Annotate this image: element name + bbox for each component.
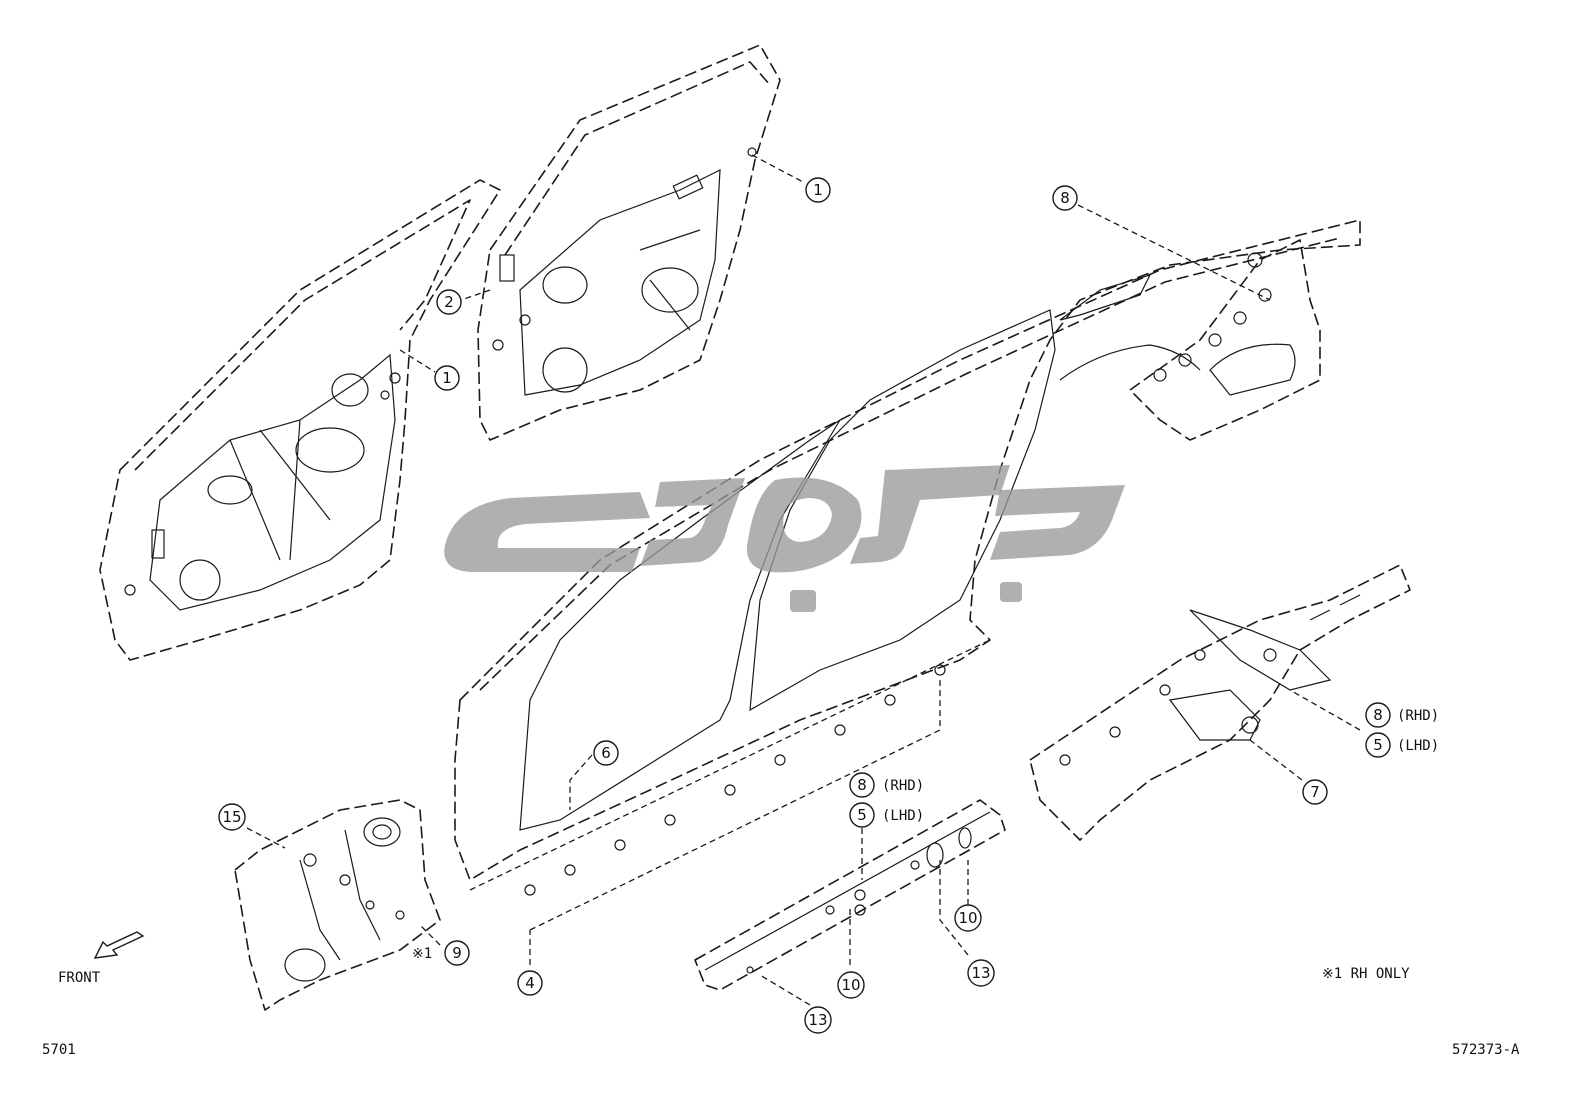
callout-7-num: 7 bbox=[1310, 783, 1320, 801]
rh-only-marker: ※1 bbox=[412, 946, 432, 962]
callout-10b-num: 10 bbox=[841, 976, 860, 994]
callout-1b: 1 bbox=[434, 365, 460, 391]
front-apron-wheelhouse bbox=[234, 799, 441, 1011]
callout-8-mid: 8 bbox=[849, 772, 875, 798]
callout-4: 4 bbox=[517, 970, 543, 996]
callout-8-mid-num: 8 bbox=[857, 776, 867, 794]
front-arrow-icon bbox=[93, 931, 145, 959]
callout-5-mid-num: 5 bbox=[857, 806, 867, 824]
callout-4-num: 4 bbox=[525, 974, 535, 992]
callout-15: 15 bbox=[218, 803, 246, 831]
callout-2-num: 2 bbox=[444, 293, 454, 311]
callout-5-right-num: 5 bbox=[1373, 736, 1383, 754]
callout-1a: 1 bbox=[805, 177, 831, 203]
diagram-code-right: 572373-A bbox=[1452, 1042, 1520, 1058]
lhd-label-right: (LHD) bbox=[1397, 738, 1439, 754]
front-door-panel bbox=[99, 179, 501, 661]
callout-8-right: 8 bbox=[1365, 702, 1391, 728]
callout-6-num: 6 bbox=[601, 744, 611, 762]
side-outer-panel bbox=[454, 219, 1361, 931]
rear-door-panel bbox=[477, 44, 781, 441]
front-label: FRONT bbox=[58, 970, 101, 986]
callout-1a-num: 1 bbox=[813, 181, 823, 199]
rear-floor-side-member bbox=[1029, 564, 1411, 841]
callout-13a: 13 bbox=[967, 959, 995, 987]
leader-lines bbox=[246, 154, 1361, 1006]
callout-7: 7 bbox=[1302, 779, 1328, 805]
rear-quarter-panel bbox=[1129, 239, 1321, 441]
rocker-reinforcement bbox=[694, 799, 1006, 991]
callout-5-right: 5 bbox=[1365, 732, 1391, 758]
callout-6: 6 bbox=[593, 740, 619, 766]
callout-9: 9 bbox=[444, 940, 470, 966]
callout-8-right-num: 8 bbox=[1373, 706, 1383, 724]
callout-10a: 10 bbox=[954, 904, 982, 932]
callout-9-num: 9 bbox=[452, 944, 462, 962]
page-code-left: 5701 bbox=[42, 1042, 76, 1058]
callout-10a-num: 10 bbox=[958, 909, 977, 927]
callout-13a-num: 13 bbox=[971, 964, 990, 982]
rh-only-note: ※1 RH ONLY bbox=[1322, 966, 1410, 982]
callout-5-mid: 5 bbox=[849, 802, 875, 828]
callout-2: 2 bbox=[436, 289, 462, 315]
lhd-label-mid: (LHD) bbox=[882, 808, 924, 824]
callout-15-num: 15 bbox=[222, 808, 241, 826]
callout-10b: 10 bbox=[837, 971, 865, 999]
callout-13b-num: 13 bbox=[808, 1011, 827, 1029]
callout-13b: 13 bbox=[804, 1006, 832, 1034]
rhd-label-mid: (RHD) bbox=[882, 778, 924, 794]
rhd-label-right: (RHD) bbox=[1397, 708, 1439, 724]
watermark-logo bbox=[444, 465, 1125, 612]
callout-8-top-num: 8 bbox=[1060, 189, 1070, 207]
callout-1b-num: 1 bbox=[442, 369, 452, 387]
callout-8-top: 8 bbox=[1052, 185, 1078, 211]
